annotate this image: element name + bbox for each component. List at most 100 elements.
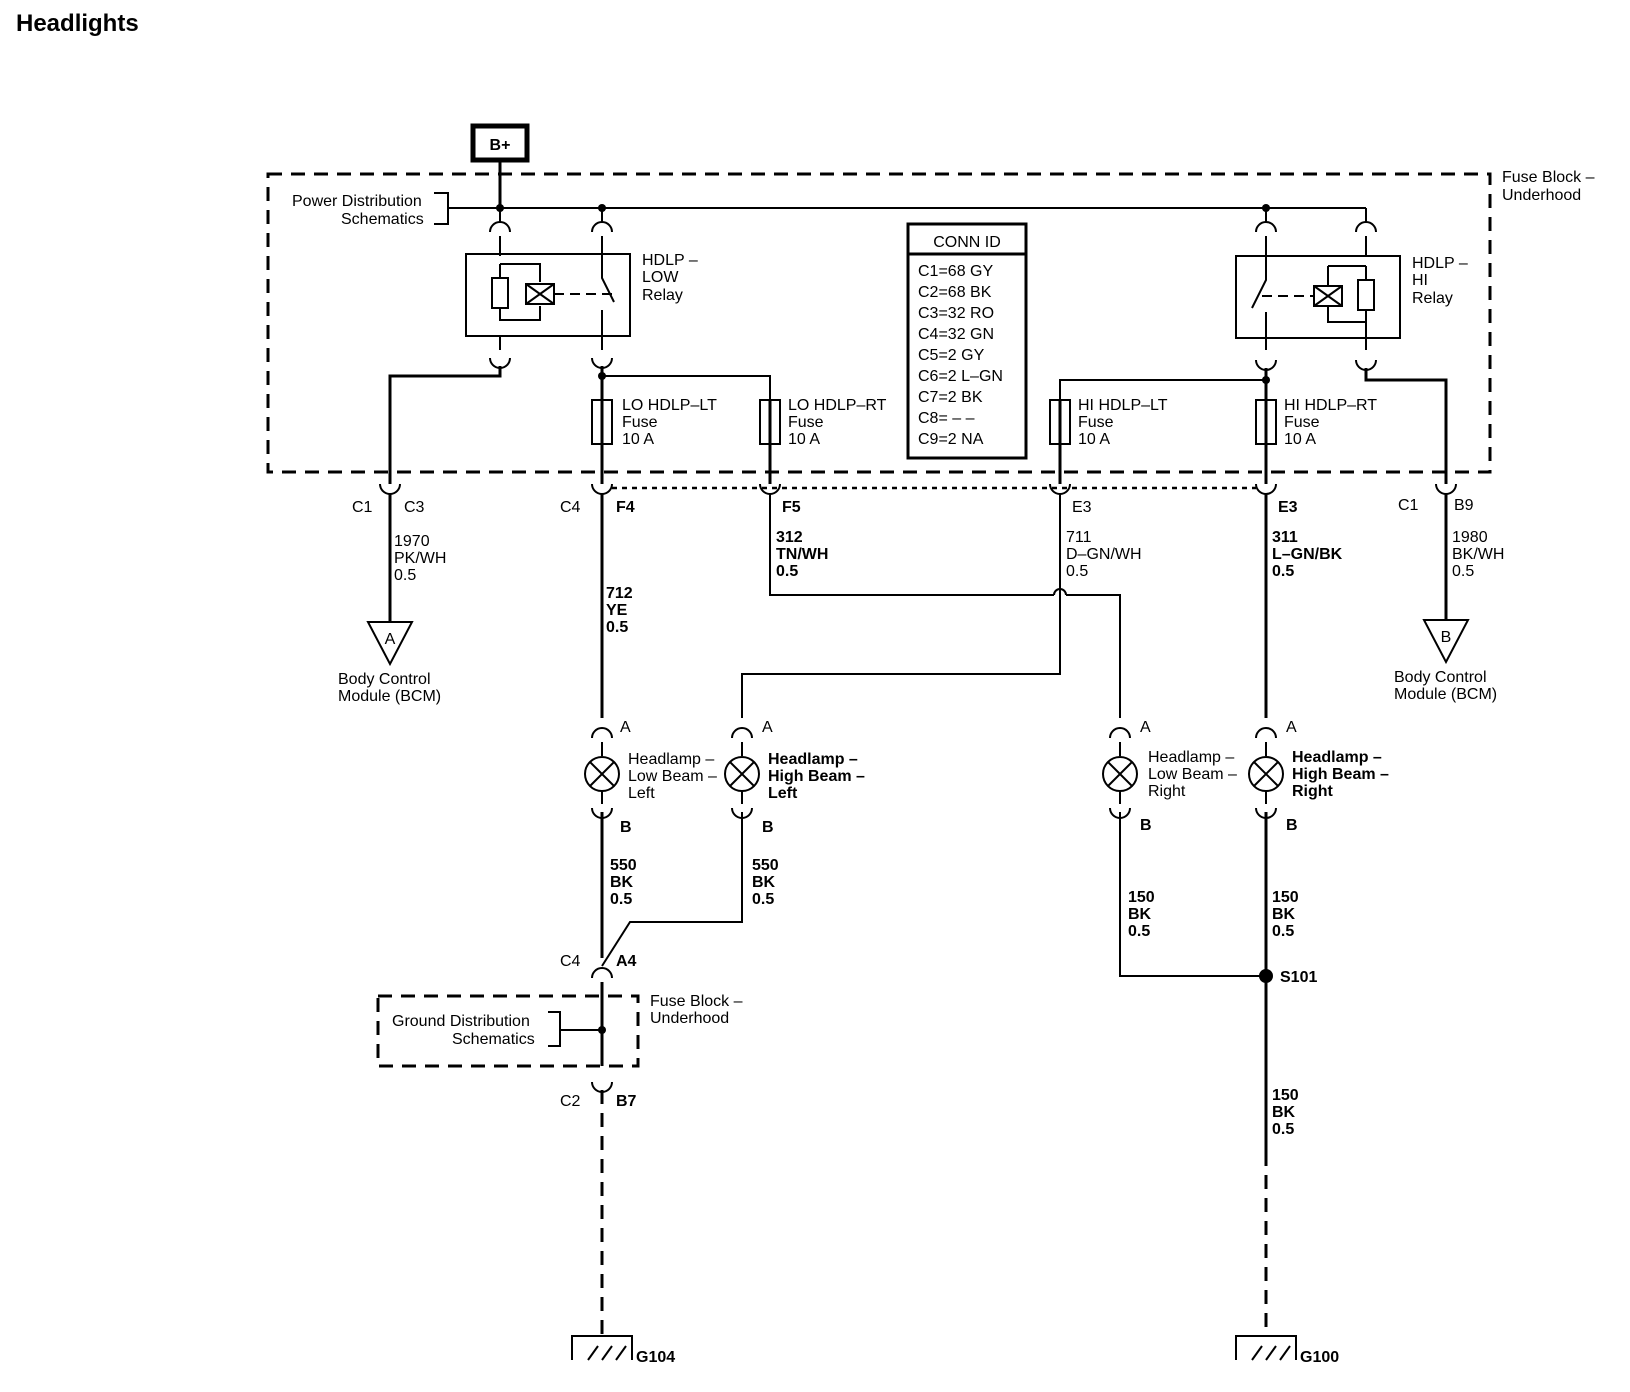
- conn-f5: F5: [782, 499, 801, 516]
- relay-low-label-3: Relay: [642, 287, 683, 304]
- fuse-hi-rt-3: 10 A: [1284, 431, 1316, 448]
- bcm-right-symbol: [1422, 619, 1470, 665]
- lamp-low-right-pin-b: B: [1140, 817, 1152, 834]
- wire-1970-1: 1970: [394, 533, 430, 550]
- wire-150b-1: 150: [1272, 889, 1299, 906]
- power-distribution-label-2: Schematics: [341, 211, 424, 228]
- conn-id-row: C5=2 GY: [918, 347, 985, 364]
- fuse-block-label-1: Fuse Block –: [1502, 169, 1595, 186]
- conn-c1-left: C1: [352, 499, 373, 516]
- lamp-high-left-pin-a: A: [762, 719, 773, 736]
- lamp-high-right-label-3: Right: [1292, 783, 1334, 800]
- wire-311-1: 311: [1272, 529, 1298, 546]
- fuse-lo-rt-1: LO HDLP–RT: [788, 397, 887, 414]
- wire-312-2: TN/WH: [776, 546, 828, 563]
- lamp-low-right-label-3: Right: [1148, 783, 1186, 800]
- headlamp-low-right: [1102, 727, 1266, 977]
- relay-hi-box: [1235, 255, 1401, 339]
- conn-c1-right: C1: [1398, 497, 1419, 514]
- fuse-hi-lt-1: HI HDLP–LT: [1078, 397, 1168, 414]
- conn-e3-left: E3: [1072, 499, 1092, 516]
- wire-1980-3: 0.5: [1452, 563, 1474, 580]
- conn-id-row: C4=32 GN: [918, 326, 994, 343]
- fuse-block-label-2: Underhood: [1502, 187, 1581, 204]
- fuse-hi-lt-3: 10 A: [1078, 431, 1110, 448]
- wire-550b-2: BK: [752, 874, 776, 891]
- wire-1970-2: PK/WH: [394, 550, 446, 567]
- fuse-hi-rt-2: Fuse: [1284, 414, 1320, 431]
- lamp-low-left-label-1: Headlamp –: [628, 751, 714, 768]
- relay-low-label-2: LOW: [642, 269, 679, 286]
- wire-712-3: 0.5: [606, 619, 628, 636]
- bcm-left-symbol: [366, 621, 414, 667]
- wire-1980-1: 1980: [1452, 529, 1488, 546]
- splice-s101: [1259, 969, 1273, 983]
- wire-1980-2: BK/WH: [1452, 546, 1504, 563]
- wire-711-3: 0.5: [1066, 563, 1088, 580]
- conn-id-row: C6=2 L–GN: [918, 368, 1003, 385]
- fuse-block-lower-1: Fuse Block –: [650, 993, 743, 1010]
- wire-311-3: 0.5: [1272, 563, 1294, 580]
- wire-150c-3: 0.5: [1272, 1121, 1294, 1138]
- lamp-low-left-label-2: Low Beam –: [628, 768, 717, 785]
- conn-b7: B7: [616, 1093, 637, 1110]
- wire-150a-2: BK: [1128, 906, 1152, 923]
- fuse-lo-lt-1: LO HDLP–LT: [622, 397, 717, 414]
- relay-hi-label-3: Relay: [1412, 290, 1453, 307]
- lamp-high-right-pin-b: B: [1286, 817, 1298, 834]
- wire-1970-3: 0.5: [394, 567, 416, 584]
- fuse-block-outline: [266, 172, 1492, 474]
- fuse-block-lower-2: Underhood: [650, 1010, 729, 1027]
- conn-e3-right: E3: [1278, 499, 1298, 516]
- ground-g100-label: G100: [1300, 1349, 1339, 1366]
- fuse-hi-rt-1: HI HDLP–RT: [1284, 397, 1377, 414]
- fuse-block-lower-outline: [376, 994, 640, 1068]
- conn-c2: C2: [560, 1093, 581, 1110]
- conn-id-row: C2=68 BK: [918, 284, 992, 301]
- bcm-left-pin: A: [385, 631, 396, 648]
- fuse-lo-lt-2: Fuse: [622, 414, 658, 431]
- ground-g104-symbol: [571, 1335, 633, 1361]
- bcm-left-label-1: Body Control: [338, 671, 431, 688]
- lamp-high-left-label-2: High Beam –: [768, 768, 865, 785]
- fuse-lo-lt-3: 10 A: [622, 431, 654, 448]
- ground-distribution-1: Ground Distribution: [392, 1013, 530, 1030]
- lamp-high-left-pin-b: B: [762, 819, 774, 836]
- bcm-right-label-2: Module (BCM): [1394, 686, 1497, 703]
- wire-711-2: D–GN/WH: [1066, 546, 1142, 563]
- power-distribution-label-1: Power Distribution: [292, 193, 422, 210]
- wire-150a-1: 150: [1128, 889, 1155, 906]
- ground-distribution-2: Schematics: [452, 1031, 535, 1048]
- fuse-hi-lt-2: Fuse: [1078, 414, 1114, 431]
- wire-150a-3: 0.5: [1128, 923, 1150, 940]
- wire-311-2: L–GN/BK: [1272, 546, 1343, 563]
- lamp-low-left-pin-b: B: [620, 819, 632, 836]
- headlamp-high-left: [601, 727, 760, 967]
- relay-hi-label-2: HI: [1412, 272, 1428, 289]
- lamp-low-left-label-3: Left: [628, 785, 655, 802]
- bcm-right-pin: B: [1441, 629, 1452, 646]
- conn-c3: C3: [404, 499, 425, 516]
- fuse-lo-rt-2: Fuse: [788, 414, 824, 431]
- page-title: Headlights: [16, 10, 139, 37]
- wire-550a-3: 0.5: [610, 891, 632, 908]
- wire-550a-2: BK: [610, 874, 634, 891]
- conn-id-title: CONN ID: [933, 234, 1001, 251]
- conn-id-row: C9=2 NA: [918, 431, 984, 448]
- wire-312-3: 0.5: [776, 563, 798, 580]
- conn-id-row: C7=2 BK: [918, 389, 983, 406]
- headlamp-low-left: [584, 727, 620, 958]
- relay-low-box: [465, 253, 631, 337]
- conn-a4: A4: [616, 953, 637, 970]
- wire-711-1: 711: [1066, 529, 1092, 546]
- conn-id-table: [906, 222, 1028, 460]
- fuse-lo-rt-3: 10 A: [788, 431, 820, 448]
- relay-hi-label-1: HDLP –: [1412, 255, 1468, 272]
- conn-c4-top: C4: [560, 499, 581, 516]
- splice-label: S101: [1280, 969, 1317, 986]
- wire-550b-3: 0.5: [752, 891, 774, 908]
- bcm-left-label-2: Module (BCM): [338, 688, 441, 705]
- wire-150b-2: BK: [1272, 906, 1296, 923]
- wire-150c-2: BK: [1272, 1104, 1296, 1121]
